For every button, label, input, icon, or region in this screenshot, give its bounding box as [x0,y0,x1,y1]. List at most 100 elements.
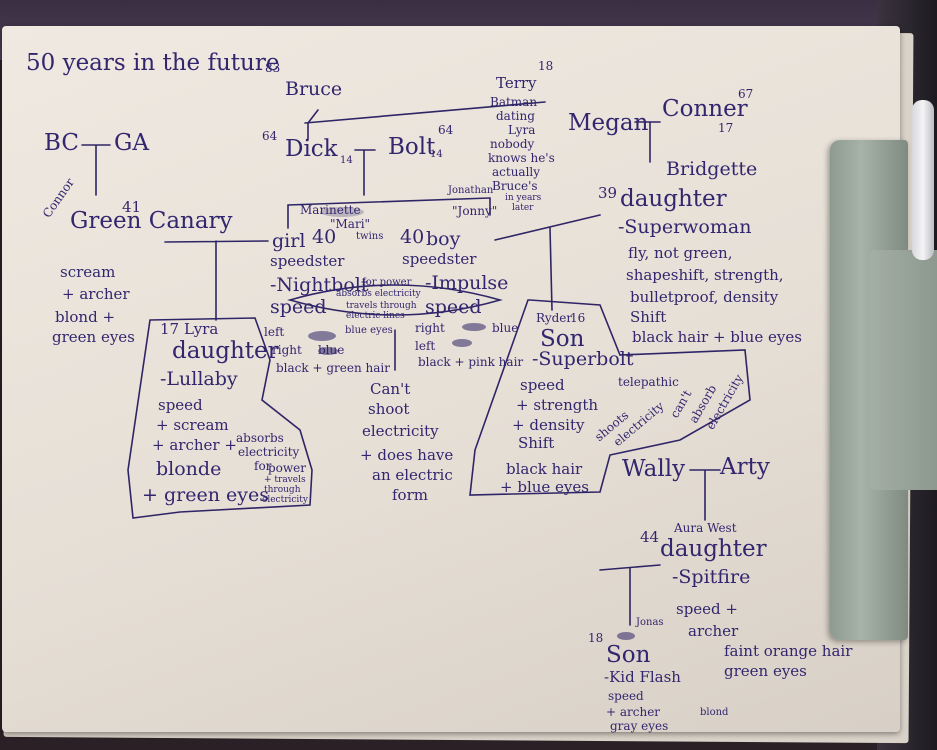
bridgette-trait: shapeshift, strength, [626,266,784,284]
ryder-trait: + strength [516,396,599,414]
bridgette-trait: black hair + blue eyes [632,328,802,346]
jonas-name: Jonas [636,617,664,628]
jonathan-name: Jonathan [448,185,494,196]
jonathan-trait: right [415,321,445,335]
bridgette-relation: daughter [620,186,727,212]
jonathan-nick: "Jonny" [452,204,498,218]
page-title: 50 years in the future [26,50,280,76]
jonathan-role: boy [426,228,461,250]
aura-codename: -Spitfire [672,566,751,588]
ryder-name: Ryder [536,311,573,325]
bc-name: BC [44,130,79,156]
lyra-trait: + green eyes [142,484,269,506]
aura-trait: green eyes [724,662,807,680]
pen [912,100,934,260]
ryder-age: 16 [570,311,586,325]
cant-shoot-line: form [392,486,428,504]
bruce-name: Bruce [285,78,343,100]
conner-name: Conner [662,96,748,122]
lyra-extra: absorbs [236,431,284,445]
cant-shoot-line: electricity [362,422,439,440]
dick-age: 64 [262,129,278,143]
lyra-extra: electricity [238,445,300,459]
cant-shoot-line: shoot [368,400,410,418]
terry-note: in years [505,193,542,203]
power-note: for power [362,277,412,288]
jonas-trait: + archer [606,705,661,719]
lyra-age: 17 [160,320,180,338]
aura-name: Aura West [674,521,737,535]
terry-note: Bruce's [492,179,538,193]
marinette-trait: speedster [270,252,345,270]
jonathan-trait: blue [492,321,519,335]
lyra-name: Lyra [184,320,219,338]
terry-note: dating [496,109,535,123]
jonas-trait: speed [608,689,644,703]
jonathan-trait: black + pink hair [418,355,524,369]
terry-note: later [512,203,534,213]
bolt-age2: 14 [430,149,443,160]
wally-name: Wally [622,456,686,482]
marinette-trait: black + green hair [276,361,390,375]
dick-age2: 14 [340,155,353,166]
jonathan-age: 40 [400,226,425,248]
terry-note: knows he's [488,151,555,165]
lyra-extra: through [264,485,301,495]
ryder-trait: + density [512,416,585,434]
lyra-trait: + archer + [152,436,237,454]
bolt-name: Bolt [388,134,436,160]
jonathan-trait: speed [425,296,482,318]
lyra-codename: -Lullaby [160,368,238,390]
lyra-trait: + scream [156,416,229,434]
lyra-extra: + travels [264,475,306,485]
green-canary-name: Green Canary [70,208,233,234]
ryder-trait: + blue eyes [500,478,589,496]
notebook-paper [2,26,900,732]
bridgette-name: Bridgette [666,158,758,180]
green-canary-trait: blond + [55,308,116,326]
aura-relation: daughter [660,536,767,562]
bridgette-trait: fly, not green, [628,244,733,262]
terry-age: 18 [538,59,554,73]
jonathan-trait: left [415,339,436,353]
power-note: absorbs electricity [336,289,421,299]
clipboard-tab [870,250,937,490]
lyra-extra: electricity [262,495,308,505]
ryder-trait: speed [520,376,565,394]
cant-shoot-line: + does have [360,446,454,464]
green-canary-trait: scream [60,263,116,281]
green-canary-trait: + archer [62,285,130,303]
aura-trait: speed + [676,600,738,618]
conner-age: 67 [738,87,754,101]
marinette-trait: speed [270,296,327,318]
jonathan-trait: -Impulse [425,272,509,294]
jonas-relation: Son [606,642,651,668]
ryder-extra: telepathic [618,375,679,389]
terry-note: Lyra [508,123,536,137]
marinette-nick: "Mari" [330,217,371,231]
marinette-name: Marinette [300,203,361,217]
marinette-age: 40 [312,226,337,248]
ga-name: GA [114,130,149,156]
lyra-trait: blonde [156,458,222,480]
ryder-codename: -Superbolt [532,348,634,370]
jonas-codename: -Kid Flash [604,668,681,686]
bruce-age: 83 [265,61,281,75]
marinette-role: girl [272,230,306,252]
twins-label: twins [356,231,384,242]
cant-shoot-line: Can't [370,380,411,398]
jonas-age: 18 [588,631,604,645]
jonathan-trait: speedster [402,250,477,268]
terry-note: Batman [490,95,538,109]
marinette-trait: left [264,325,285,339]
marinette-trait: -Nightbolt [270,274,369,296]
bridgette-age: 39 [598,184,618,202]
terry-note: nobody [490,137,535,151]
lyra-relation: daughter [172,338,279,364]
aura-trait: faint orange hair [724,642,853,660]
jonas-trait: blond [700,707,729,718]
marinette-trait: right [272,343,302,357]
conner-age2: 17 [718,121,734,135]
terry-name: Terry [496,74,537,92]
ryder-trait: Shift [518,434,555,452]
